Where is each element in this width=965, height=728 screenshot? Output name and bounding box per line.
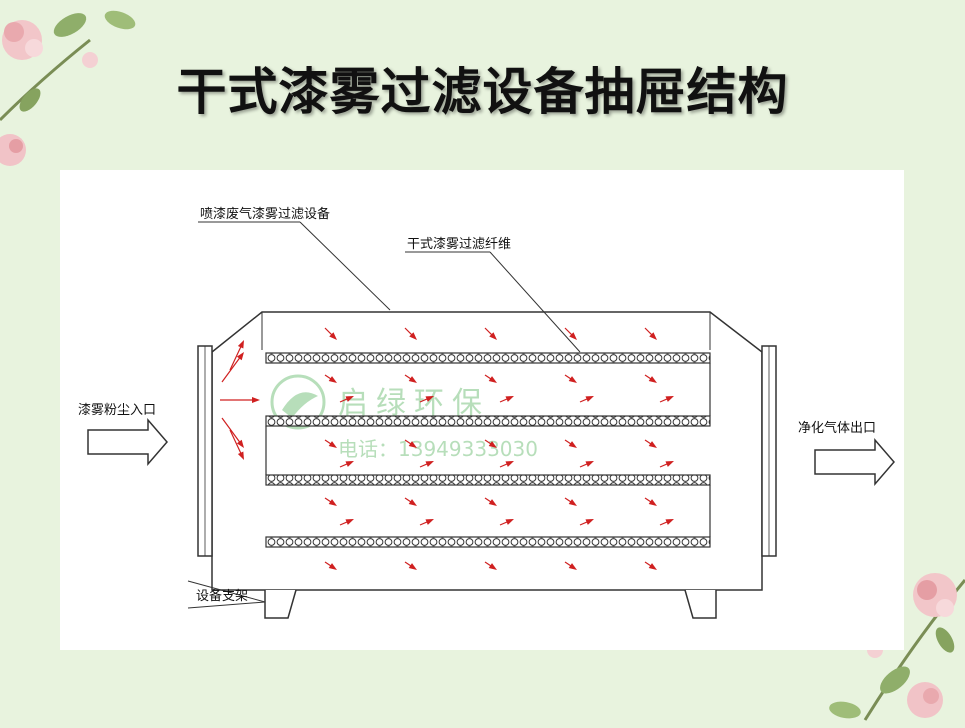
flow-arrowhead — [329, 332, 337, 340]
support-leg-left — [264, 589, 297, 619]
flow-arrowhead — [648, 499, 657, 506]
flow-arrow — [229, 343, 243, 371]
filter-drawer-1 — [265, 352, 711, 364]
filter-drawer-4 — [265, 536, 711, 548]
filter-equipment-diagram: 启绿环保 电话：13949333030 — [78, 206, 895, 619]
support-leg-right — [684, 589, 717, 619]
label-inlet: 漆雾粉尘入口 — [78, 402, 156, 418]
flow-arrowhead — [345, 519, 354, 525]
flow-arrowhead — [488, 441, 497, 448]
flow-arrowhead — [408, 441, 417, 448]
label-support: 设备支架 — [196, 588, 248, 604]
flow-arrowhead — [648, 376, 657, 383]
diagram-panel: 启绿环保 电话：13949333030 — [60, 170, 904, 650]
filter-drawer-3 — [265, 474, 711, 486]
flow-arrowhead — [648, 563, 657, 570]
flow-arrow — [221, 417, 243, 446]
flow-arrowhead — [585, 519, 594, 525]
flow-arrow — [229, 429, 243, 457]
flower-decoration-bottom-right — [829, 573, 965, 721]
flow-arrowhead — [425, 461, 434, 467]
leader-line-support — [187, 580, 266, 603]
flow-arrowhead — [665, 396, 674, 402]
slide-title: 干式漆雾过滤设备抽屉结构 — [176, 63, 789, 121]
flow-arrowhead — [345, 396, 354, 402]
flow-arrowhead — [488, 563, 497, 570]
flow-arrowhead — [648, 441, 657, 448]
inlet-arrow-icon — [87, 417, 168, 467]
leader-line-equipment — [299, 221, 391, 311]
flow-arrowhead — [409, 332, 417, 340]
flow-arrowhead — [568, 563, 577, 570]
flow-arrowhead — [237, 340, 244, 349]
flow-arrowhead — [488, 376, 497, 383]
flow-arrowhead — [505, 461, 514, 467]
flow-arrowhead — [252, 397, 260, 403]
flow-arrowhead — [328, 441, 337, 448]
flow-arrowhead — [408, 499, 417, 506]
flow-arrowhead — [585, 396, 594, 402]
flower-decoration-top-left — [0, 10, 136, 166]
flow-arrowhead — [649, 332, 657, 340]
watermark-brand: 启绿环保 — [338, 386, 490, 421]
flow-arrowhead — [345, 461, 354, 467]
flow-arrowhead — [328, 499, 337, 506]
flow-arrowhead — [408, 376, 417, 383]
flow-arrows — [220, 327, 674, 570]
watermark-phone: 电话：13949333030 — [338, 437, 538, 461]
flow-arrowhead — [568, 499, 577, 506]
label-equipment: 喷漆废气漆雾过滤设备 — [200, 206, 330, 222]
flow-arrowhead — [568, 441, 577, 448]
flow-arrowhead — [505, 396, 514, 402]
flow-arrowhead — [237, 451, 244, 460]
flow-arrow — [221, 354, 243, 383]
watermark-logo-icon — [270, 374, 326, 430]
label-fiber: 干式漆雾过滤纤维 — [407, 236, 511, 252]
flow-arrowhead — [568, 376, 577, 383]
flow-arrowhead — [236, 352, 244, 361]
flow-arrowhead — [505, 519, 514, 525]
flow-arrowhead — [328, 376, 337, 383]
outlet-arrow-icon — [814, 437, 895, 487]
flow-arrowhead — [408, 563, 417, 570]
flow-arrowhead — [585, 461, 594, 467]
filter-drawer-2 — [265, 415, 711, 427]
flow-arrowhead — [328, 563, 337, 570]
flow-arrowhead — [665, 461, 674, 467]
flow-arrowhead — [489, 332, 497, 340]
flow-arrowhead — [425, 519, 434, 525]
flow-arrowhead — [425, 396, 434, 402]
label-outlet: 净化气体出口 — [798, 420, 876, 436]
watermark: 启绿环保 电话：13949333030 — [270, 374, 538, 461]
flow-arrowhead — [488, 499, 497, 506]
flow-arrowhead — [665, 519, 674, 525]
leader-line-fiber — [489, 251, 581, 353]
flow-arrowhead — [236, 439, 244, 448]
flow-arrowhead — [569, 332, 577, 340]
